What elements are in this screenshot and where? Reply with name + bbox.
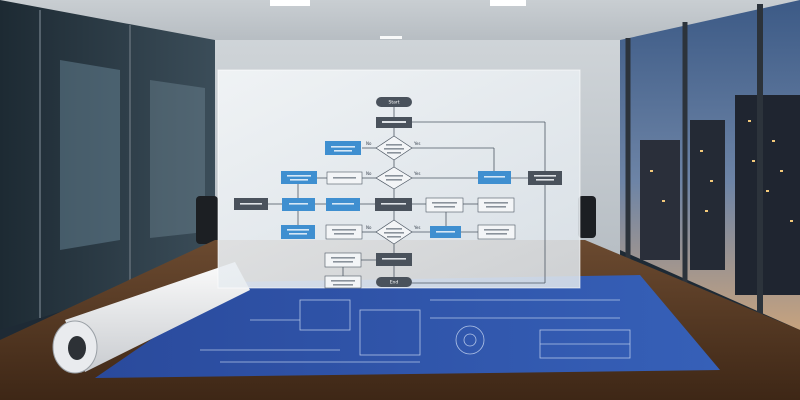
flowchart-dark-node-text [382,258,406,260]
flowchart-dark-node-text [381,203,406,205]
flowchart-light-node [477,197,515,213]
flowchart-dark-node [528,171,562,185]
flowchart-blue-node-text [287,229,309,235]
flowchart-edge-label-yes: Yes [413,171,420,176]
flowchart-blue-node-text [331,146,355,152]
flowchart-dark-node-text [534,175,556,181]
flowchart-light-node-text [484,229,509,235]
flowchart-edge-label-no: No [366,225,372,230]
flowchart-edge-label-no: No [366,141,372,146]
flowchart-process-node-text [382,121,406,123]
flowchart-dark-node-text [240,203,262,205]
flowchart-light-node [325,224,363,240]
city-building [690,120,725,270]
flowchart-end-node [376,277,412,287]
flowchart-blue-node-text [287,175,311,181]
glass-reflection [60,60,120,250]
flowchart-light-node [324,252,362,268]
glass-reflection [150,80,205,238]
chair [196,196,218,244]
flowchart-light-node [425,197,464,213]
flowchart-blue-node-text [484,176,505,178]
flowchart-light-node-text [333,177,356,179]
flowchart-start-label: Start [389,100,400,106]
flowchart-light-node-text [331,280,355,286]
ceiling-light [380,36,402,39]
flowchart-edge-label-no: No [366,171,372,176]
glass-partition [0,0,215,330]
flowchart-blue-node-text [332,203,354,205]
flowchart-decision-node-text [385,175,403,181]
flowchart-light-node-text [331,257,355,263]
flowchart-decision-node-text [384,228,404,238]
flowchart-blue-node [281,171,317,184]
flowchart-light-node-text [432,202,457,208]
flowchart-blue-node-text [436,231,455,233]
flowchart-light-node-text [332,229,356,235]
flowchart-edge-label-yes: Yes [413,225,420,230]
flowchart-edge-label-yes: Yes [413,141,420,146]
flowchart-end-label: End [390,280,399,286]
city-building [640,140,680,260]
flowchart-light-node-text [484,202,508,208]
flowchart-panel-edge [217,69,581,289]
city-building [735,95,800,295]
ceiling-light [490,0,526,6]
paper-roll-core [68,336,86,360]
flowchart-blue-node [281,225,315,239]
flowchart-decision-node-text [384,144,404,154]
blueprint-sheet [95,275,720,378]
flowchart-blue-node [325,141,361,155]
flowchart-blue-node-text [289,203,308,205]
flowchart-decision-node [375,166,413,190]
flowchart-start-node [376,97,412,107]
chair [578,196,596,238]
flowchart-light-node [477,224,516,240]
blueprint-drawing [200,299,631,363]
flowchart-light-node [324,275,362,289]
ceiling-light [270,0,310,6]
paper-roll [65,262,250,372]
